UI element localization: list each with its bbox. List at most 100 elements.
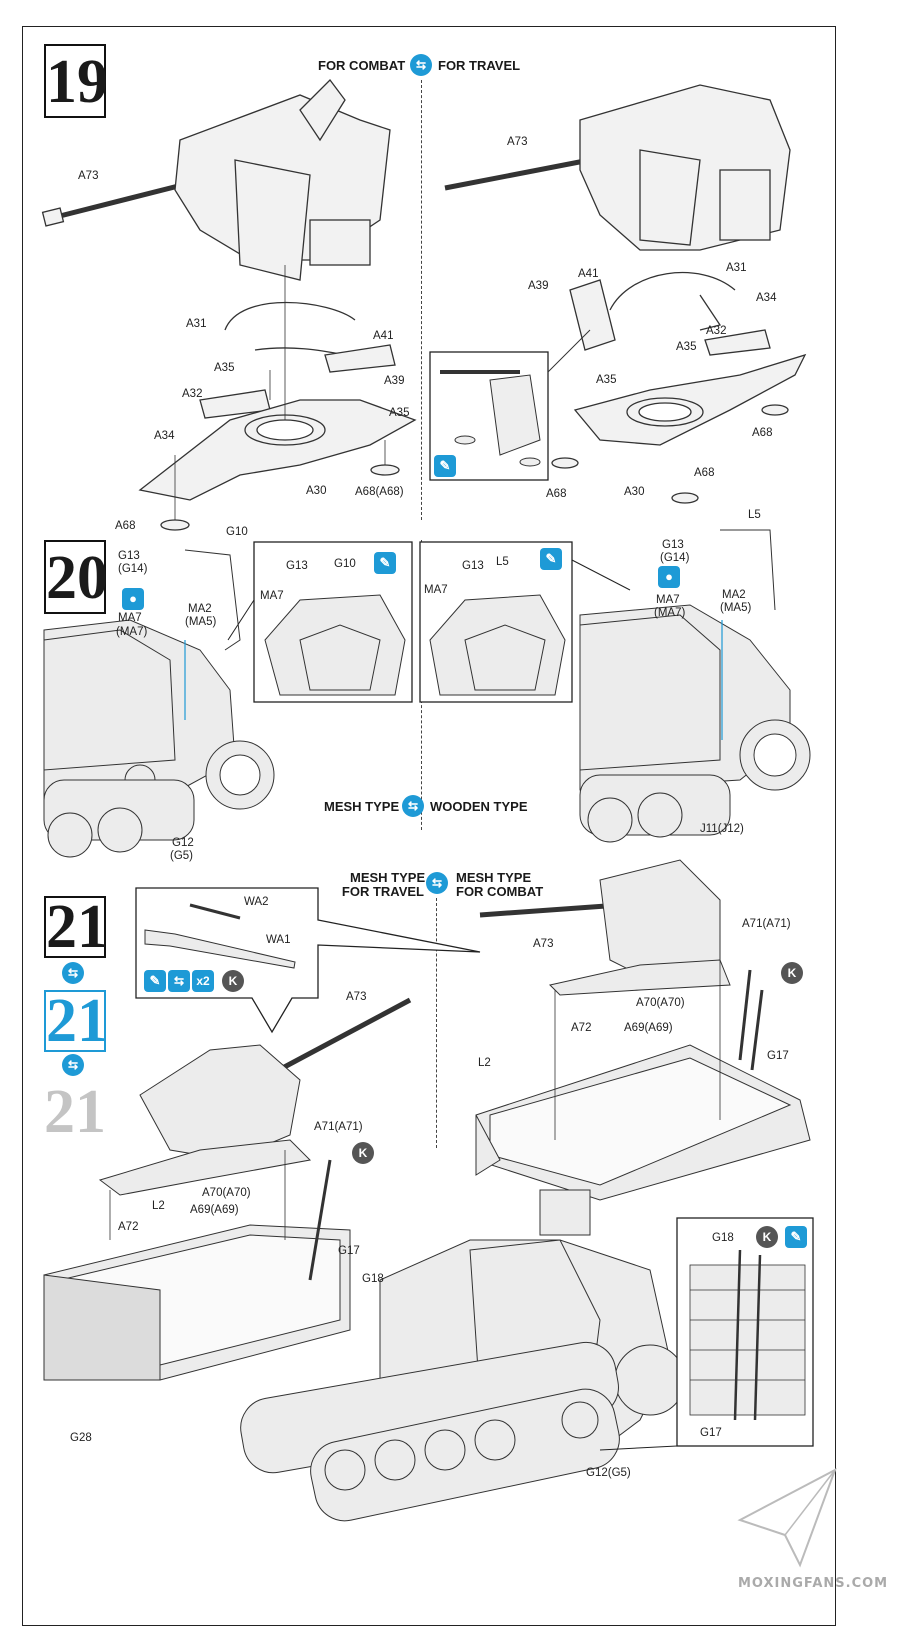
label-a73-right: A73 [507, 136, 528, 148]
label-a73-21-right: A73 [533, 938, 554, 950]
label-a31-right: A31 [726, 262, 747, 274]
label-a70-21: A70(A70) [202, 1187, 251, 1199]
label-ma7-right: MA7 [656, 594, 680, 606]
label-a32-right: A32 [706, 325, 727, 337]
label-a39: A39 [384, 375, 405, 387]
watermark-text: MOXINGFANS.COM [738, 1576, 889, 1591]
label-g14: (G14) [118, 563, 148, 575]
label-ma7-right-alt: (MA7) [654, 607, 686, 619]
label-a68: A68 [115, 520, 136, 532]
page-border [22, 26, 836, 1626]
label-ma2: MA2 [188, 603, 212, 615]
label-a68-right: A68 [752, 427, 773, 439]
swap-arrows-icon: ⇆ [402, 795, 424, 817]
label-a71-21-right: A71(A71) [742, 918, 791, 930]
label-g12: G12 [172, 837, 194, 849]
step-19-divider [421, 80, 422, 520]
step-21-header-right-1: MESH TYPE [456, 870, 532, 885]
swap-arrows-icon: ⇆ [410, 54, 432, 76]
paint-brush-icon: ✎ [144, 970, 166, 992]
swap-arrows-icon: ⇆ [426, 872, 448, 894]
step-21-number-gray: 21 [44, 1078, 106, 1146]
step-21-header-right-2: FOR COMBAT [456, 884, 544, 899]
k-part-icon: K [352, 1142, 374, 1164]
label-ma7: MA7 [118, 612, 142, 624]
label-a34: A34 [154, 430, 175, 442]
label-ma5: (MA5) [185, 616, 217, 628]
label-g28-21: G28 [70, 1432, 92, 1444]
label-g18-21: G18 [362, 1273, 384, 1285]
label-a35: A35 [214, 362, 235, 374]
label-g5: (G5) [170, 850, 193, 862]
step-20-divider-bottom [421, 700, 422, 830]
label-a68-right-b: A68 [546, 488, 567, 500]
step-20-header-mesh: MESH TYPE [324, 799, 400, 814]
paint-brush-icon: ✎ [785, 1226, 807, 1248]
step-21-header-left-2: FOR TRAVEL [341, 884, 424, 899]
paint-brush-icon: ✎ [374, 552, 396, 574]
glue-drop-icon: ● [122, 588, 144, 610]
step-19-header-travel: FOR TRAVEL [438, 58, 521, 73]
label-a68-a68: A68(A68) [355, 486, 404, 498]
swap-arrows-icon: ⇆ [168, 970, 190, 992]
label-a41-right: A41 [578, 268, 599, 280]
detail-label-g18: G18 [712, 1232, 734, 1244]
label-ma2-right: MA2 [722, 589, 746, 601]
detail-label-ma7: MA7 [260, 590, 284, 602]
label-a31: A31 [186, 318, 207, 330]
k-part-icon: K [756, 1226, 778, 1248]
label-g14-right: (G14) [660, 552, 690, 564]
glue-drop-icon: ● [658, 566, 680, 588]
k-part-icon: K [781, 962, 803, 984]
label-wa2: WA2 [244, 896, 269, 908]
step-21-number-blue: 21 [44, 987, 108, 1055]
label-l2-21: L2 [152, 1200, 165, 1212]
label-a39-right: A39 [528, 280, 549, 292]
swap-arrows-icon: ⇆ [62, 1054, 84, 1076]
label-a73: A73 [78, 170, 99, 182]
step-19-number: 19 [44, 44, 108, 118]
label-l5: L5 [748, 509, 761, 521]
label-ma5-right: (MA5) [720, 602, 752, 614]
label-a70-21-right: A70(A70) [636, 997, 685, 1009]
label-a72-21-right: A72 [571, 1022, 592, 1034]
label-a72-21: A72 [118, 1221, 139, 1233]
label-a35-b: A35 [389, 407, 410, 419]
detail-label-g13-right: G13 [462, 560, 484, 572]
step-21-header-left-1: MESH TYPE [350, 870, 426, 885]
label-a30-right: A30 [624, 486, 645, 498]
label-wa1: WA1 [266, 934, 291, 946]
detail-label-g13: G13 [286, 560, 308, 572]
label-j11-j12: J11(J12) [700, 823, 744, 835]
label-a69-21: A69(A69) [190, 1204, 239, 1216]
label-g17-21: G17 [338, 1245, 360, 1257]
detail-label-g10: G10 [334, 558, 356, 570]
label-g17-21-right: G17 [767, 1050, 789, 1062]
label-a73-21: A73 [346, 991, 367, 1003]
detail-label-ma7-right: MA7 [424, 584, 448, 596]
label-a30: A30 [306, 485, 327, 497]
label-g10: G10 [226, 526, 248, 538]
paint-brush-icon: ✎ [434, 455, 456, 477]
label-a34-right: A34 [756, 292, 777, 304]
detail-label-g17: G17 [700, 1427, 722, 1439]
label-a32: A32 [182, 388, 203, 400]
label-g13-right: G13 [662, 539, 684, 551]
step-19-header-combat: FOR COMBAT [318, 58, 406, 73]
label-a41: A41 [373, 330, 394, 342]
detail-label-l5-right: L5 [496, 556, 509, 568]
multiplier-badge: x2 [192, 970, 214, 992]
step-21-number: 21 [44, 893, 108, 961]
label-a69-21-right: A69(A69) [624, 1022, 673, 1034]
paint-brush-icon: ✎ [540, 548, 562, 570]
step-20-header-wooden: WOODEN TYPE [430, 799, 528, 814]
label-a71-21: A71(A71) [314, 1121, 363, 1133]
label-g13: G13 [118, 550, 140, 562]
label-g12-g5-21: G12(G5) [586, 1467, 631, 1479]
label-ma7-alt: (MA7) [116, 626, 148, 638]
k-part-icon: K [222, 970, 244, 992]
